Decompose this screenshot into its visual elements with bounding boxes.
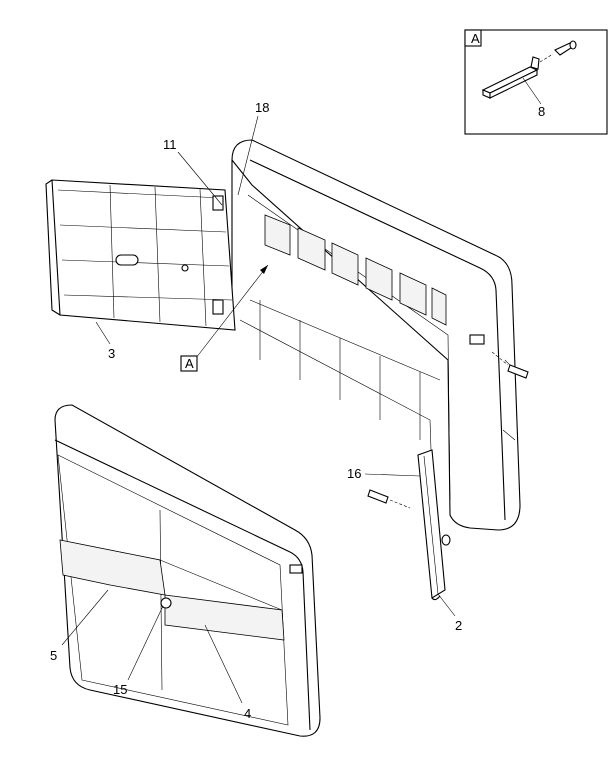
door-panel-part-3 <box>45 179 236 331</box>
callout-4: 4 <box>244 706 251 721</box>
door-handle <box>115 254 139 266</box>
lever-part-8 <box>481 40 577 99</box>
bolt-left <box>367 489 411 509</box>
callout-11: 11 <box>163 137 177 152</box>
window-openings <box>264 214 447 326</box>
vertical-strip-part-2 <box>367 449 451 601</box>
bolt-right <box>491 351 529 379</box>
callout-2: 2 <box>455 618 462 633</box>
callout-3: 3 <box>108 346 115 361</box>
inset-view-label: A <box>471 31 480 46</box>
inset-view-box <box>464 29 482 47</box>
callout-8: 8 <box>538 104 545 119</box>
callout-5: 5 <box>50 648 57 663</box>
inset-frame <box>464 29 608 135</box>
detail-inset <box>464 29 608 135</box>
lock-knob <box>160 597 172 609</box>
view-reference-box <box>180 355 198 372</box>
view-reference-label: A <box>185 356 194 371</box>
leader-lines <box>61 115 456 704</box>
hinge-bracket <box>469 334 485 345</box>
callout-15: 15 <box>113 682 127 697</box>
callout-16: 16 <box>347 466 361 481</box>
callout-18: 18 <box>255 100 269 115</box>
rear-housing-lower <box>54 404 321 737</box>
rear-housing-upper <box>231 139 529 531</box>
